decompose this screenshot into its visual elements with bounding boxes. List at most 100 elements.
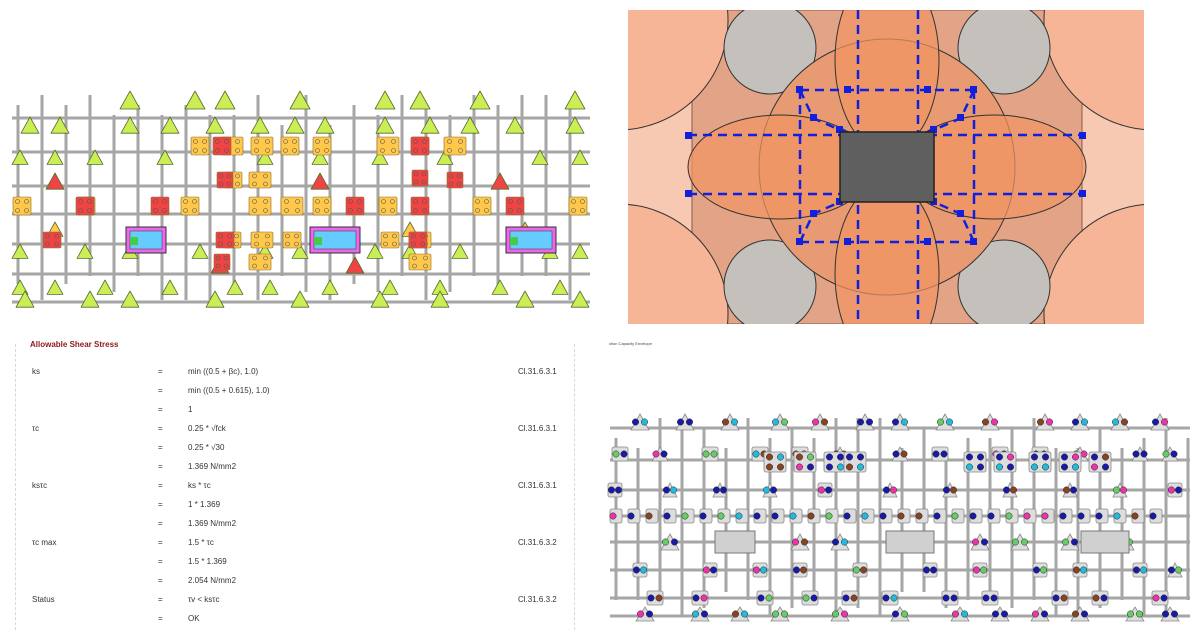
capacity-envelope-canvas[interactable]: [600, 330, 1196, 636]
square-icon[interactable]: [216, 171, 234, 189]
triangle-icon[interactable]: [160, 116, 180, 134]
square-icon[interactable]: [75, 196, 95, 216]
triangle-icon[interactable]: [15, 290, 35, 308]
triangle-icon[interactable]: [460, 116, 480, 134]
square-icon[interactable]: [408, 231, 428, 249]
square-icon[interactable]: [922, 562, 938, 578]
square-icon[interactable]: [150, 196, 170, 216]
triangle-icon[interactable]: [205, 290, 225, 308]
square-icon[interactable]: [801, 590, 819, 606]
triangle-icon[interactable]: [96, 279, 114, 295]
triangle-icon[interactable]: [531, 149, 549, 165]
square-icon[interactable]: [190, 136, 210, 156]
triangle-icon[interactable]: [80, 290, 100, 308]
triangle-icon[interactable]: [564, 90, 586, 110]
square-icon[interactable]: [607, 482, 623, 498]
triangle-icon[interactable]: [469, 90, 491, 110]
punching-shear-canvas[interactable]: [628, 10, 1144, 324]
square-icon[interactable]: [248, 171, 272, 189]
square-icon[interactable]: [841, 590, 859, 606]
triangle-icon[interactable]: [45, 172, 65, 190]
triangle-icon[interactable]: [250, 116, 270, 134]
capacity-envelope-view[interactable]: ction Capacity Envelope: [600, 330, 1196, 636]
square-icon[interactable]: [1167, 482, 1183, 498]
square-icon[interactable]: [248, 253, 272, 271]
triangle-icon[interactable]: [76, 243, 94, 259]
square-icon[interactable]: [852, 562, 868, 578]
square-icon[interactable]: [701, 446, 719, 462]
pile[interactable]: [723, 239, 817, 324]
triangle-icon[interactable]: [11, 279, 29, 295]
triangle-icon[interactable]: [551, 279, 569, 295]
triangle-icon[interactable]: [311, 149, 329, 165]
square-icon[interactable]: [443, 136, 467, 156]
square-icon[interactable]: [1151, 590, 1169, 606]
triangle-icon[interactable]: [256, 149, 274, 165]
square-icon[interactable]: [250, 231, 274, 249]
triangle-icon[interactable]: [345, 256, 365, 274]
triangle-icon[interactable]: [86, 149, 104, 165]
triangle-icon[interactable]: [289, 90, 311, 110]
triangle-icon[interactable]: [375, 116, 395, 134]
square-icon[interactable]: [505, 196, 525, 216]
triangle-icon[interactable]: [491, 279, 509, 295]
triangle-icon[interactable]: [371, 149, 389, 165]
triangle-icon[interactable]: [46, 279, 64, 295]
triangle-icon[interactable]: [161, 279, 179, 295]
triangle-icon[interactable]: [285, 116, 305, 134]
triangle-icon[interactable]: [11, 149, 29, 165]
square-icon[interactable]: [1051, 590, 1069, 606]
triangle-icon[interactable]: [315, 116, 335, 134]
square-icon[interactable]: [817, 482, 833, 498]
square-icon[interactable]: [1132, 562, 1148, 578]
triangle-icon[interactable]: [50, 116, 70, 134]
triangle-icon[interactable]: [226, 279, 244, 295]
square-icon[interactable]: [345, 196, 365, 216]
square-icon[interactable]: [752, 562, 768, 578]
square-icon[interactable]: [881, 590, 899, 606]
square-icon[interactable]: [446, 171, 464, 189]
triangle-icon[interactable]: [430, 290, 450, 308]
triangle-icon[interactable]: [490, 172, 510, 190]
punching-shear-view[interactable]: [628, 10, 1144, 324]
square-icon[interactable]: [981, 590, 999, 606]
square-icon[interactable]: [632, 562, 648, 578]
triangle-icon[interactable]: [191, 243, 209, 259]
square-icon[interactable]: [472, 196, 492, 216]
foundation-plan-view[interactable]: [0, 0, 596, 330]
triangle-icon[interactable]: [156, 149, 174, 165]
square-icon[interactable]: [212, 136, 232, 156]
square-icon[interactable]: [1032, 562, 1048, 578]
square-icon[interactable]: [280, 136, 300, 156]
triangle-icon[interactable]: [451, 243, 469, 259]
square-icon[interactable]: [410, 136, 430, 156]
square-icon[interactable]: [312, 196, 332, 216]
triangle-icon[interactable]: [570, 290, 590, 308]
square-icon[interactable]: [410, 196, 430, 216]
square-icon[interactable]: [12, 196, 32, 216]
triangle-icon[interactable]: [119, 90, 141, 110]
square-icon[interactable]: [792, 562, 808, 578]
square-icon[interactable]: [691, 590, 709, 606]
column[interactable]: [839, 131, 935, 203]
triangle-icon[interactable]: [515, 290, 535, 308]
square-icon[interactable]: [568, 196, 588, 216]
transfer-cap[interactable]: [885, 530, 935, 554]
triangle-icon[interactable]: [261, 279, 279, 295]
triangle-icon[interactable]: [291, 243, 309, 259]
triangle-icon[interactable]: [310, 172, 330, 190]
square-icon[interactable]: [282, 231, 302, 249]
triangle-icon[interactable]: [436, 149, 454, 165]
square-icon[interactable]: [215, 231, 235, 249]
triangle-icon[interactable]: [409, 90, 431, 110]
square-icon[interactable]: [408, 253, 432, 271]
triangle-icon[interactable]: [571, 243, 589, 259]
pile[interactable]: [723, 10, 817, 95]
transfer-cap[interactable]: [1080, 530, 1130, 554]
pile[interactable]: [957, 239, 1051, 324]
square-icon[interactable]: [702, 562, 718, 578]
triangle-icon[interactable]: [420, 116, 440, 134]
square-icon[interactable]: [380, 231, 400, 249]
transfer-cap[interactable]: [714, 530, 756, 554]
triangle-icon[interactable]: [20, 116, 40, 134]
